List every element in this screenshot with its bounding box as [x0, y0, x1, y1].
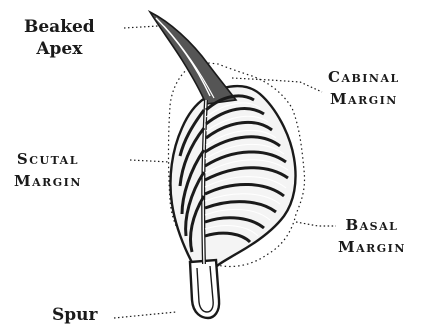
beaked-apex-line-2: Apex [24, 38, 95, 60]
leader-apex [124, 26, 158, 28]
cabinal-margin-line-2: Margin [328, 88, 400, 110]
label-beaked-apex: Beaked Apex [24, 16, 95, 60]
label-cabinal-margin: Cabinal Margin [328, 66, 400, 110]
label-basal-margin: Basal Margin [338, 214, 406, 258]
spur [190, 260, 219, 318]
cabinal-margin-line-1: Cabinal [328, 66, 400, 88]
label-scutal-margin: Scutal Margin [14, 148, 82, 192]
scutal-margin-line-2: Margin [14, 170, 82, 192]
basal-margin-line-1: Basal [338, 214, 406, 236]
leader-scutal [130, 160, 170, 162]
leader-spur [114, 312, 176, 318]
leader-basal [296, 222, 336, 226]
scutal-margin-line-1: Scutal [14, 148, 82, 170]
beaked-apex-line-1: Beaked [24, 16, 95, 38]
basal-margin-line-2: Margin [338, 236, 406, 258]
label-spur: Spur [52, 304, 97, 326]
